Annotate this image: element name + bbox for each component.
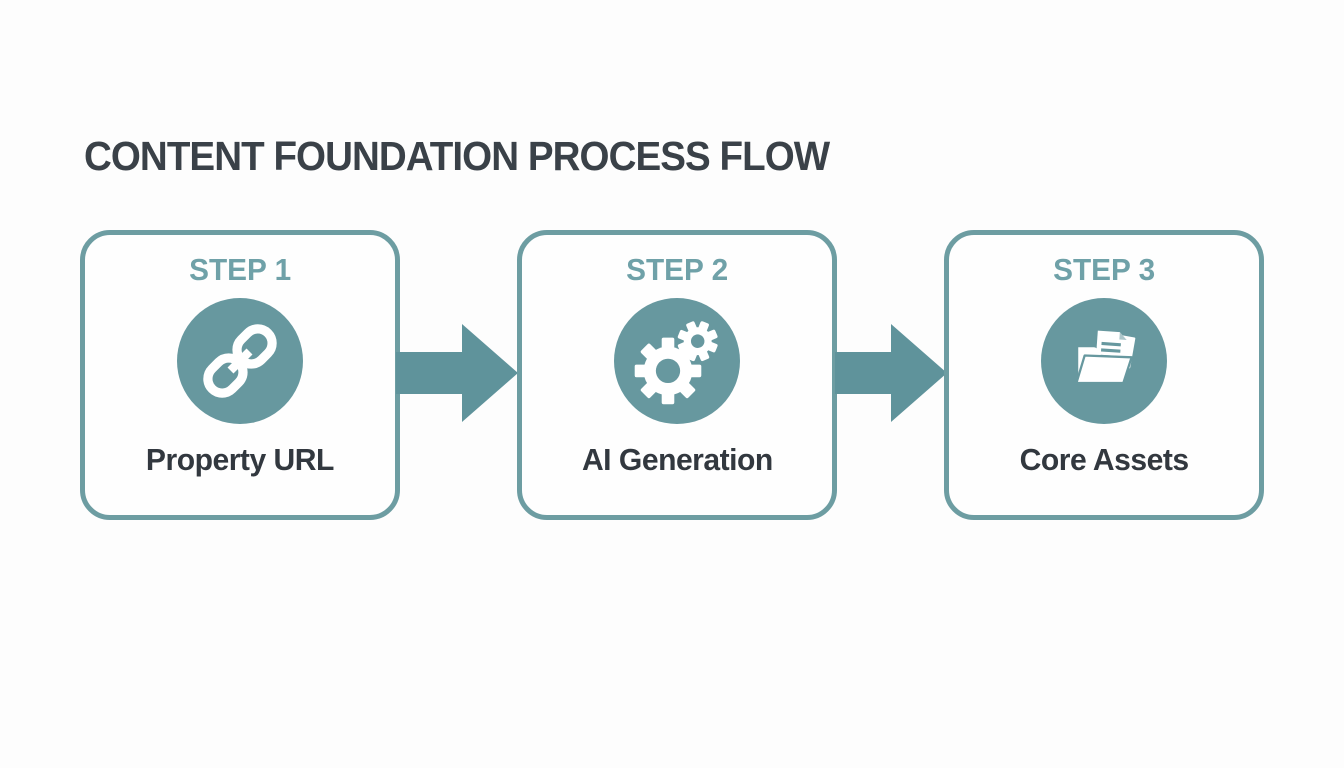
folder-documents-icon <box>1058 315 1150 407</box>
step-2-label: AI Generation <box>581 442 773 478</box>
step-2-heading: STEP 2 <box>625 252 728 287</box>
step-3-icon-circle <box>1041 298 1167 425</box>
step-box-1: STEP 1 Property URL <box>80 230 400 520</box>
step-1-heading: STEP 1 <box>188 252 291 287</box>
page-title: CONTENT FOUNDATION PROCESS FLOW <box>84 133 830 179</box>
gears-icon <box>632 316 722 406</box>
step-box-3: STEP 3 <box>944 230 1264 520</box>
arrow-right-icon <box>396 324 518 422</box>
step-3-label: Core Assets <box>1019 442 1189 478</box>
link-icon <box>198 319 282 403</box>
step-1-label: Property URL <box>146 442 334 478</box>
arrow-right-icon <box>835 324 947 422</box>
step-box-2: STEP 2 <box>517 230 837 520</box>
step-1-icon-circle <box>177 298 303 425</box>
step-3-heading: STEP 3 <box>1052 252 1155 287</box>
step-2-icon-circle <box>614 298 740 425</box>
